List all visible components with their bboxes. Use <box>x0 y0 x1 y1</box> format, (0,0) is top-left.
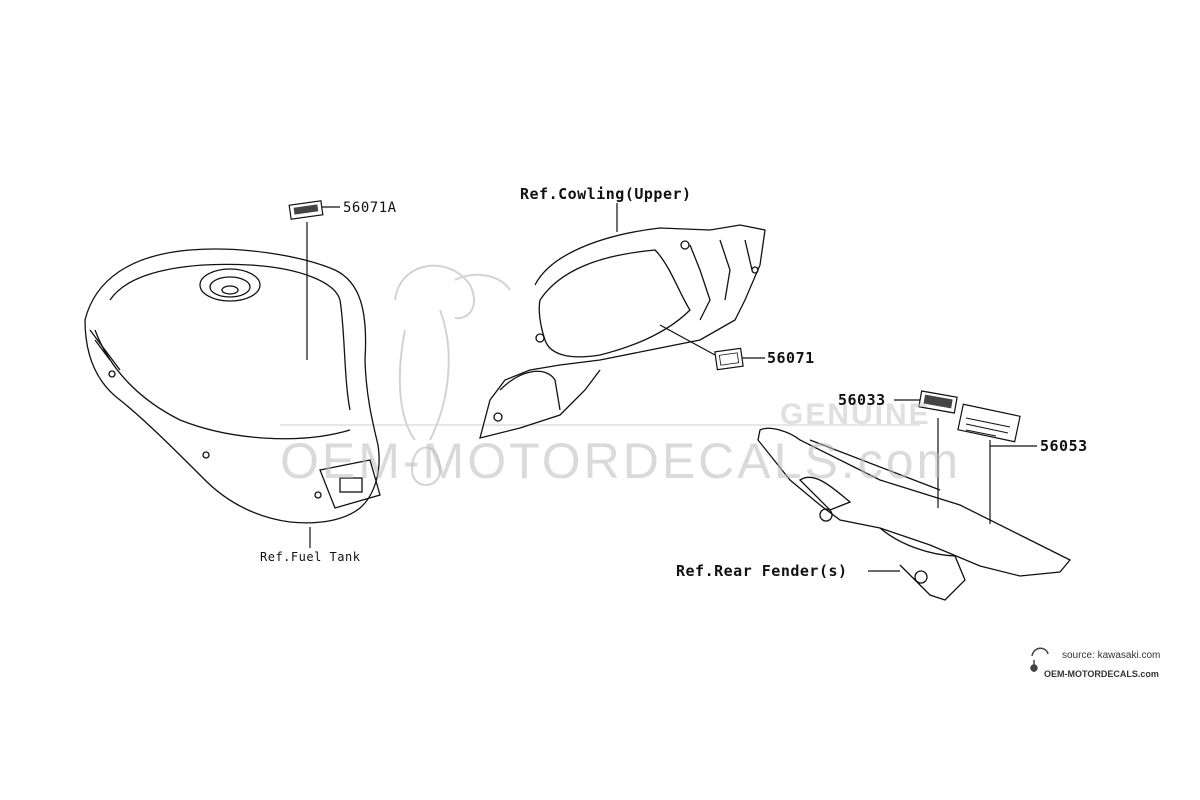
fender-decal-56033-icon <box>918 390 958 414</box>
source-site[interactable]: OEM-MOTORDECALS.com <box>1044 669 1159 679</box>
part-number-56071a[interactable]: 56071A <box>343 200 397 216</box>
ref-cowling-label: Ref.Cowling(Upper) <box>520 185 692 203</box>
source-credit: source: kawasaki.com <box>1062 650 1161 661</box>
part-number-56053[interactable]: 56053 <box>1040 437 1088 455</box>
ref-rear-fender-label: Ref.Rear Fender(s) <box>676 562 848 580</box>
cowling-decal-icon <box>714 347 744 371</box>
source-logo-icon <box>1030 647 1049 672</box>
part-number-56033[interactable]: 56033 <box>838 391 886 409</box>
rear-fender-drawing <box>757 427 1072 601</box>
cowling-leaders <box>616 203 765 359</box>
fender-decal-56053-icon <box>957 403 1021 443</box>
watermark-logo-icon <box>394 264 511 486</box>
fender-leaders <box>868 399 1037 572</box>
ref-fuel-tank-label: Ref.Fuel Tank <box>260 550 361 564</box>
cowling-drawing <box>479 224 766 439</box>
tank-leaders <box>306 206 340 548</box>
part-number-56071[interactable]: 56071 <box>767 349 815 367</box>
fuel-tank-drawing <box>84 248 381 524</box>
tank-decal-icon <box>288 200 324 220</box>
